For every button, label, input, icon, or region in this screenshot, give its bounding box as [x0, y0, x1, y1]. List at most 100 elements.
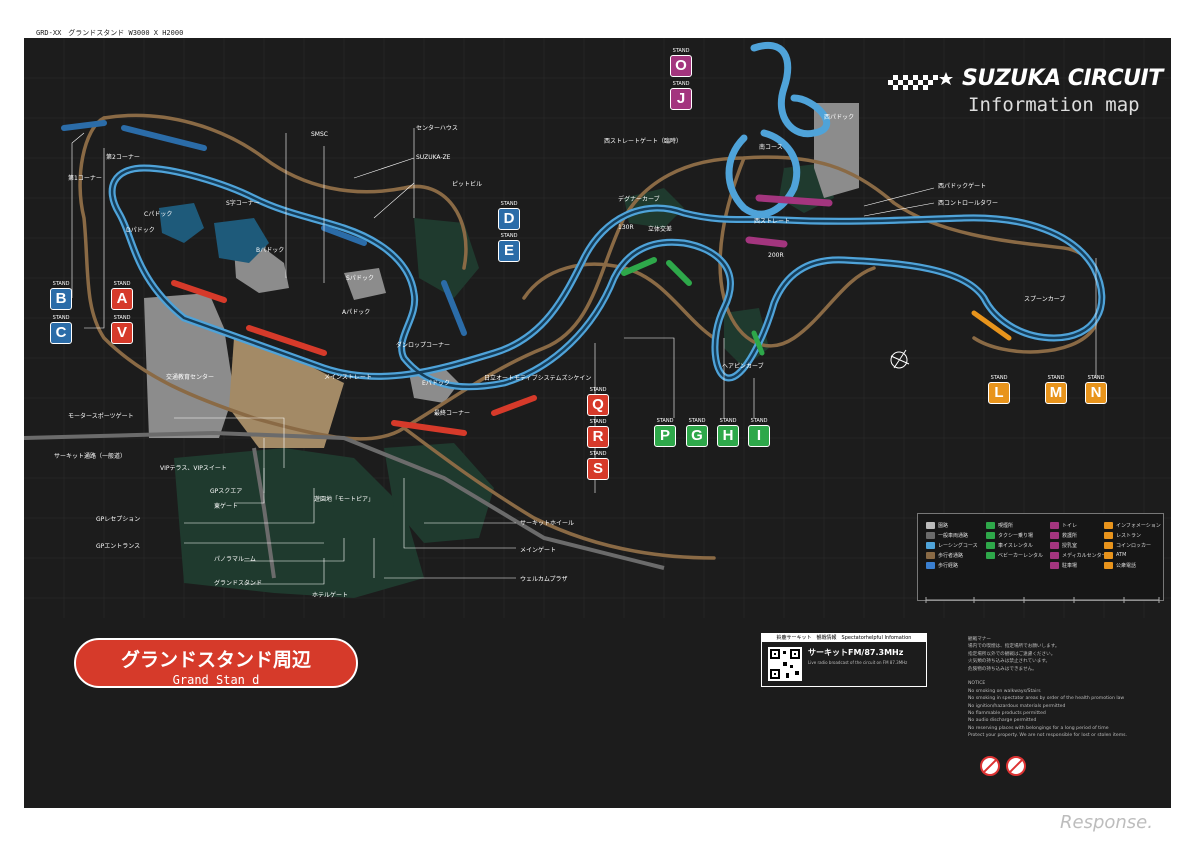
legend-swatch [926, 531, 935, 539]
label-130r: 130R [618, 224, 634, 231]
radio-fine-print: Live radio broadcast of the circuit on F… [808, 660, 908, 665]
legend-item: トイレ [1062, 522, 1078, 529]
legend-swatch [1050, 541, 1059, 549]
legend-swatch [926, 561, 935, 569]
qr-code-icon[interactable] [768, 647, 802, 681]
label-gp-square: GPスクエア [210, 488, 243, 495]
scale-bar [925, 597, 1160, 603]
label-d-paddock: Dパドック [126, 227, 155, 234]
label-west-paddock: 西パドック [824, 114, 855, 121]
label-west-straight: 西ストレート [754, 218, 791, 225]
radio-info-box: 鈴鹿サーキット 観戦情報 Spectatorhelpful Infomation… [761, 633, 927, 687]
label-second-corner: 第2コーナー [106, 154, 140, 161]
legend-item: 車イスレンタル [998, 542, 1033, 549]
label-s-paddock: Sパドック [346, 275, 374, 282]
radio-frequency: サーキットFM/87.3MHz [808, 648, 904, 657]
brand-logo: SUZUKA CIRCUIT Information map [884, 64, 1164, 144]
legend-swatch [1050, 551, 1059, 559]
label-panorama: パノラマルーム [214, 556, 256, 563]
legend-swatch [1104, 551, 1113, 559]
label-pit-building: ピットビル [452, 181, 483, 188]
stand-segments [61, 120, 1012, 436]
label-welcome-plaza: ウェルカムプラザ [520, 576, 568, 583]
legend-swatch [1104, 561, 1113, 569]
legend-swatch [986, 541, 995, 549]
label-degner-curve: デグナーカーブ [618, 196, 660, 203]
pond-areas [159, 203, 269, 263]
label-spoon-curve: スプーンカーブ [1024, 296, 1066, 303]
no-smoking-icon [980, 756, 1000, 776]
legend-swatch [1050, 531, 1059, 539]
legend-swatch [1050, 561, 1059, 569]
leader-lines [71, 128, 1097, 585]
label-vip: VIPテラス、VIPスイート [160, 465, 227, 472]
area-title-en: Grand Stan d [172, 673, 260, 687]
label-west-paddock-gate: 西パドックゲート [938, 183, 987, 190]
label-hitachi-chicane: 日立オートモティブシステムズシケイン [484, 375, 592, 382]
map-legend: 園路 一般車両通路 レーシングコース 歩行者通路 歩行経路 喫煙所 タクシー乗り… [917, 513, 1164, 601]
label-circuit-road: サーキット通路（一般道） [54, 453, 127, 460]
label-main-straight: メインストレート [324, 374, 372, 381]
header-caption: GRD-XX グランドスタンド W3000 X H2000 [36, 29, 184, 37]
label-west-straight-gate: 西ストレートゲート（臨時） [604, 138, 683, 145]
label-gp-reception: GPレセプション [96, 516, 141, 523]
notice-text: 観戦マナー 場内での喫煙は、指定場所でお願いします。 指定場所以外での観戦はご遠… [968, 637, 1128, 739]
label-center-house: センターハウス [416, 125, 458, 132]
legend-swatch [1104, 541, 1113, 549]
legend-item: 救護所 [1062, 532, 1078, 539]
legend-item: レーシングコース [938, 542, 978, 549]
legend-swatch [1104, 521, 1113, 529]
label-west-control-tower: 西コントロールタワー [938, 200, 999, 207]
label-motorsports-gate: モータースポーツゲート [68, 413, 134, 420]
brand-subtitle: Information map [968, 94, 1140, 116]
legend-item: インフォメーション [1116, 522, 1161, 529]
legend-swatch [926, 551, 935, 559]
public-road [24, 430, 665, 579]
legend-item: 公衆電話 [1116, 562, 1137, 569]
label-smsc: SMSC [311, 131, 328, 138]
label-b-paddock: Bパドック [256, 247, 285, 254]
label-grandstand: グランドスタンド [214, 580, 263, 587]
legend-item: メディカルセンター [1062, 552, 1107, 559]
legend-item: 歩行経路 [938, 562, 959, 569]
legend-item: レストラン [1116, 532, 1142, 539]
course-inner-line [110, 166, 1104, 389]
watermark: Response. [1060, 812, 1153, 833]
compass-icon [890, 349, 910, 369]
checkered-flag-icon [888, 72, 953, 90]
legend-item: ATM [1116, 552, 1127, 558]
label-first-corner: 第1コーナー [68, 175, 102, 182]
legend-item: 園路 [938, 522, 949, 529]
label-circuit-hall: サーキットホイール [520, 520, 575, 527]
label-a-paddock: Aパドック [342, 309, 371, 316]
legend-swatch [986, 521, 995, 529]
label-hotel-gate: ホテルゲート [312, 592, 349, 599]
legend-swatch [1104, 531, 1113, 539]
brand-name: SUZUKA CIRCUIT [962, 66, 1163, 91]
legend-col-4: インフォメーション レストラン コインロッカー ATM 公衆電話 [1104, 520, 1161, 570]
legend-item: 喫煙所 [998, 522, 1014, 529]
label-east-gate: 東ゲート [214, 503, 239, 510]
legend-swatch [986, 551, 995, 559]
label-s-curve: S字コーナー [226, 200, 260, 207]
legend-item: 歩行者通路 [938, 552, 964, 559]
legend-swatch [926, 521, 935, 529]
legend-swatch [1050, 521, 1059, 529]
label-suzuka-ze: SUZUKA-ZE [416, 154, 451, 161]
label-motopia: 遊園地「モートピア」 [314, 496, 375, 503]
